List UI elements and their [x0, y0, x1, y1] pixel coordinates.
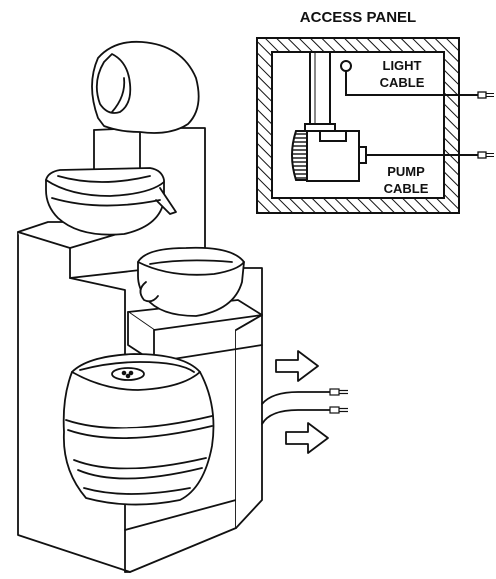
- upper-bowl: [45, 167, 177, 236]
- pump-cable-plug-icon: [477, 151, 494, 159]
- pump-cable-label-line1: PUMP: [387, 164, 425, 179]
- access-panel-inset: ACCESS PANEL LIGHT CABLE: [256, 9, 494, 214]
- pump-icon: [291, 130, 367, 182]
- arrow-right-icon: [275, 350, 319, 382]
- arrow-right-icon: [285, 422, 329, 454]
- pump-riser-tube: [304, 51, 336, 132]
- light-cable-line: [345, 71, 478, 96]
- power-cable-line: [261, 409, 331, 425]
- panel-frame: [256, 37, 460, 214]
- pump-cable-label-line2: CABLE: [384, 181, 429, 196]
- middle-bowl: [137, 246, 245, 317]
- light-socket-icon: [340, 60, 352, 72]
- power-cable-line: [261, 391, 331, 405]
- bottom-barrel-pot: [62, 353, 215, 506]
- cable-plug-icon: [329, 388, 348, 396]
- light-cable-label-line2: CABLE: [380, 75, 425, 90]
- light-cable-label-line1: LIGHT: [383, 58, 422, 73]
- light-cable-plug-icon: [477, 91, 494, 99]
- access-panel-title: ACCESS PANEL: [300, 9, 416, 26]
- cable-plug-icon: [329, 406, 348, 414]
- top-urn: [91, 40, 200, 134]
